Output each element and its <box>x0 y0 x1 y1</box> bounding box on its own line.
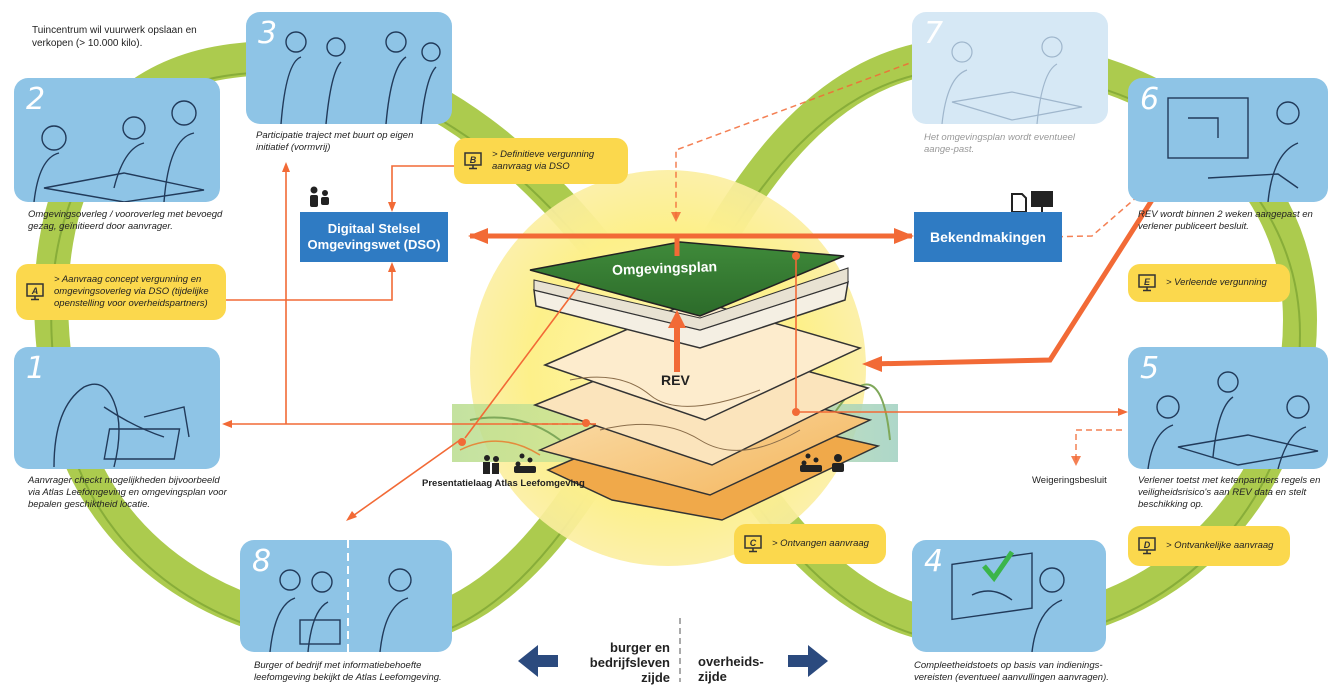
svg-text:A: A <box>31 286 39 296</box>
team-icon <box>800 453 844 472</box>
svg-text:E: E <box>1144 277 1151 287</box>
step-panel-5: 5 <box>1128 347 1328 469</box>
svg-text:D: D <box>1144 540 1151 550</box>
document-screen-icon <box>1011 191 1053 213</box>
citizen-side-line2: bedrijfsleven <box>589 655 670 670</box>
note-b: B > Definitieve vergunning aanvraag via … <box>454 138 628 184</box>
right-navy-arrow <box>788 645 828 677</box>
step-caption-6: REV wordt binnen 2 weken aangepast en ve… <box>1138 209 1313 232</box>
bekendmakingen-box: Bekendmakingen <box>914 212 1062 262</box>
step-caption-5: Verlener toetst met ketenpartners regels… <box>1138 475 1321 510</box>
step-caption-2: Omgevingsoverleg / vooroverleg met bevoe… <box>28 209 223 232</box>
svg-text:C: C <box>750 538 757 548</box>
presentatielaag-label: Presentatielaag Atlas Leefomgeving <box>422 478 585 489</box>
dso-line1: Digitaal Stelsel <box>327 221 421 236</box>
step-panel-1: 1 <box>14 347 220 469</box>
government-side-line1: overheids- <box>698 654 764 669</box>
monitor-c-icon: C <box>744 535 762 553</box>
step-caption-3: Participatie traject met buurt op eigen … <box>256 130 414 153</box>
step-panel-7: 7 <box>912 12 1108 124</box>
weigeringsbesluit-label: Weigeringsbesluit <box>1032 475 1107 486</box>
rev-label: REV <box>661 372 690 388</box>
citizen-side-label: burger en bedrijfsleven zijde <box>566 640 670 685</box>
citizen-side-line1: burger en <box>610 640 670 655</box>
monitor-d-icon: D <box>1138 537 1156 555</box>
omgevingsplan-book <box>529 241 849 349</box>
step-panel-8: 8 <box>240 540 452 652</box>
note-b-text: > Definitieve vergunning aanvraag via DS… <box>492 149 595 172</box>
government-side-line2: zijde <box>698 669 727 684</box>
svg-text:B: B <box>470 155 477 165</box>
note-d: D > Ontvankelijke aanvraag <box>1128 526 1290 566</box>
note-e-text: > Verleende vergunning <box>1166 277 1267 288</box>
step-panel-3: 3 <box>246 12 452 124</box>
intro-text: Tuincentrum wil vuurwerk opslaan en verk… <box>32 25 197 49</box>
citizen-side-line3: zijde <box>641 670 670 685</box>
people-icon <box>310 186 329 207</box>
government-side-label: overheids- zijde <box>698 654 788 684</box>
monitor-a-icon: A <box>26 283 44 301</box>
note-a-text: > Aanvraag concept vergunning en omgevin… <box>54 274 209 309</box>
monitor-b-icon: B <box>464 152 482 170</box>
note-e: E > Verleende vergunning <box>1128 264 1290 302</box>
step-panel-6: 6 <box>1128 78 1328 202</box>
step-panel-4: 4 <box>912 540 1106 652</box>
rev-layers <box>532 299 881 521</box>
monitor-e-icon: E <box>1138 274 1156 292</box>
note-c-text: > Ontvangen aanvraag <box>772 538 869 549</box>
dso-box: Digitaal Stelsel Omgevingswet (DSO) <box>300 212 448 262</box>
step-caption-8: Burger of bedrijf met informatiebehoefte… <box>254 660 442 683</box>
flow-arrows <box>222 162 1155 521</box>
step-caption-7: Het omgevingsplan wordt eventueel aange-… <box>924 132 1076 155</box>
step-caption-4: Compleetheidstoets op basis van indienin… <box>914 660 1109 683</box>
bekendmakingen-label: Bekendmakingen <box>930 229 1046 245</box>
left-navy-arrow <box>518 645 558 677</box>
step-caption-1: Aanvrager checkt mogelijkheden bijvoorbe… <box>28 475 227 510</box>
step-panel-2: 2 <box>14 78 220 202</box>
note-a: A > Aanvraag concept vergunning en omgev… <box>16 264 226 320</box>
family-icon <box>483 453 536 474</box>
note-c: C > Ontvangen aanvraag <box>734 524 886 564</box>
note-d-text: > Ontvankelijke aanvraag <box>1166 540 1274 551</box>
dso-line2: Omgevingswet (DSO) <box>307 237 441 252</box>
